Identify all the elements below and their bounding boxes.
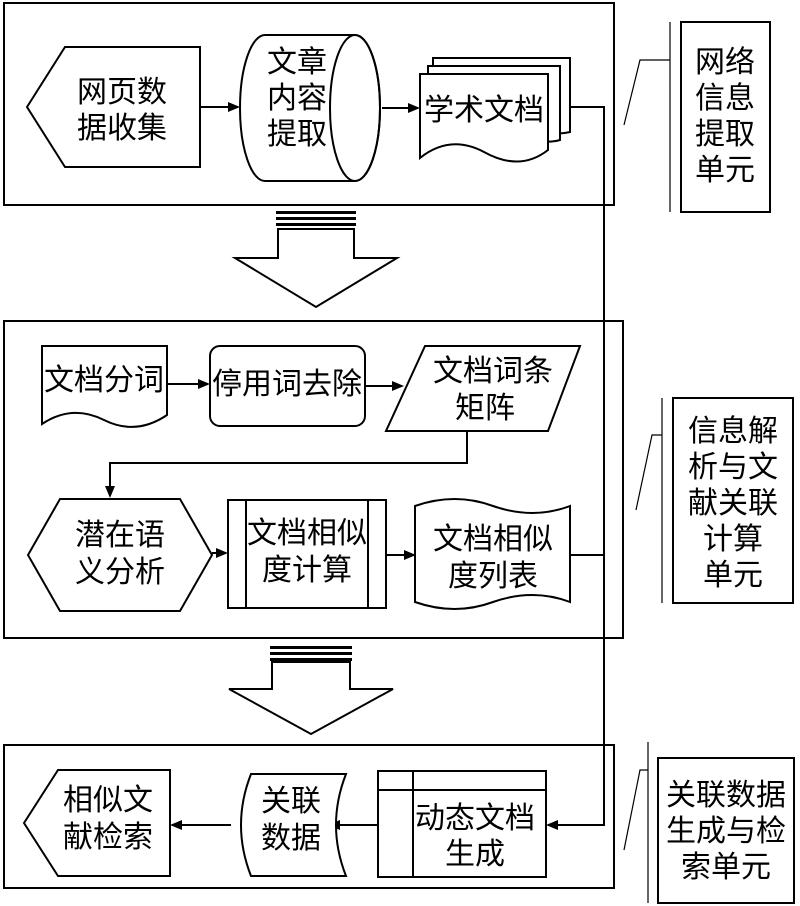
unit-retrieval-line-2: 生成与检 (666, 814, 786, 849)
unit-web-extraction-line-3: 提取 (695, 117, 755, 152)
big-down-arrow-2 (228, 646, 394, 736)
unit-analysis-line-3: 献关联 (688, 486, 778, 521)
node-doc-term-matrix-line-1: 文档词条 (433, 354, 553, 389)
node-similarity-list-line-1: 文档相似 (433, 522, 553, 557)
node-dynamic-doc-gen-line-2: 生成 (445, 837, 505, 872)
node-similarity-calc-line-2: 度计算 (262, 553, 352, 588)
arrow-matrix-to-lsa (105, 431, 468, 498)
node-article-extraction-line-1: 文章 (267, 45, 327, 80)
node-doc-segmentation-label: 文档分词 (44, 363, 164, 398)
node-doc-term-matrix-line-2: 矩阵 (455, 391, 515, 426)
unit-retrieval: 关联数据 生成与检 索单元 (623, 742, 795, 904)
section-retrieval (3, 744, 615, 889)
node-dynamic-doc-gen-line-1: 动态文档 (415, 801, 535, 836)
node-stopword-removal-label: 停用词去除 (212, 367, 362, 402)
node-similar-retrieval: 相似文 献检索 (22, 769, 171, 877)
big-down-arrow-1 (231, 211, 401, 309)
node-article-extraction-line-2: 内容 (267, 81, 327, 116)
unit-web-extraction: 网络 信息 提取 单元 (623, 21, 771, 213)
node-article-extraction: 文章 内容 提取 (239, 34, 381, 182)
node-article-extraction-line-3: 提取 (267, 117, 327, 152)
node-similarity-calc-line-1: 文档相似 (247, 516, 367, 551)
unit-retrieval-line-1: 关联数据 (666, 778, 786, 813)
node-similar-retrieval-line-1: 相似文 (63, 783, 153, 818)
node-similarity-list-line-2: 度列表 (448, 559, 538, 594)
unit-analysis-line-5: 单元 (703, 558, 763, 593)
unit-retrieval-line-3: 索单元 (681, 850, 771, 885)
node-dynamic-doc-gen: 动态文档 生成 (377, 770, 547, 878)
unit-analysis-line-4: 计算 (703, 522, 763, 557)
node-lsa-line-2: 义分析 (75, 555, 165, 590)
node-lsa: 潜在语 义分析 (26, 498, 214, 612)
unit-analysis-line-1: 信息解 (688, 414, 778, 449)
node-web-data-collection-line-1: 网页数 (77, 75, 167, 110)
node-linked-data-line-2: 数据 (261, 821, 321, 856)
node-lsa-line-1: 潜在语 (75, 518, 165, 553)
node-doc-term-matrix: 文档词条 矩阵 (384, 345, 582, 432)
node-linked-data: 关联 数据 (240, 773, 348, 877)
node-academic-documents-label: 学术文档 (424, 93, 544, 128)
node-web-data-collection-line-2: 据收集 (77, 111, 167, 146)
unit-analysis-line-2: 析与文 (688, 450, 778, 485)
node-doc-segmentation: 文档分词 (41, 345, 168, 428)
unit-web-extraction-line-1: 网络 (695, 45, 755, 80)
unit-web-extraction-line-2: 信息 (695, 81, 755, 116)
section-analysis (3, 320, 624, 639)
node-stopword-removal: 停用词去除 (209, 345, 366, 427)
node-linked-data-line-1: 关联 (261, 784, 321, 819)
node-similarity-list: 文档相似 度列表 (414, 498, 571, 610)
node-web-data-collection: 网页数 据收集 (25, 46, 201, 168)
connector-documents-to-dynamic-gen (546, 106, 605, 830)
section-web-extraction (3, 2, 615, 206)
node-similar-retrieval-line-2: 献检索 (63, 820, 153, 855)
node-academic-documents: 学术文档 (419, 57, 571, 163)
unit-web-extraction-line-4: 单元 (695, 153, 755, 188)
unit-analysis: 信息解 析与文 献关联 计算 单元 (635, 397, 794, 604)
node-similarity-calc: 文档相似 度计算 (227, 499, 387, 609)
